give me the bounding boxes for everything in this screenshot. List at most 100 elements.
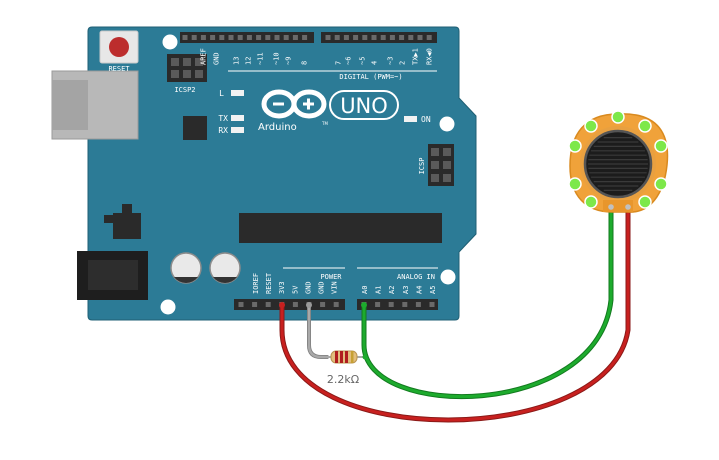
sensor-led [568, 177, 582, 191]
header-pin-hole [256, 35, 262, 40]
uno-badge [329, 90, 399, 120]
led-rx-label: RX [218, 126, 228, 135]
dc-power-jack-inner [88, 260, 138, 290]
digital-pin-label: GND [213, 52, 221, 65]
mounting-hole [160, 299, 176, 315]
regulator-pins [104, 215, 113, 223]
icsp2-label: ICSP2 [174, 86, 195, 94]
brand-label: Arduino [258, 122, 297, 133]
digital-pin-label: RX◀0 [426, 48, 434, 65]
resistor-2k2 [325, 350, 368, 364]
digital-pin-label: ~11 [257, 52, 265, 65]
sensor-pin [625, 204, 631, 210]
sensor-pin [608, 204, 614, 210]
header-pin-hole [265, 302, 271, 307]
icsp-label: ICSP [418, 158, 426, 175]
pin-label: A1 [375, 286, 383, 294]
digital-pin-label: ~9 [285, 57, 293, 65]
header-pin-hole [426, 35, 432, 40]
header-pin-hole [274, 35, 280, 40]
digital-pin-label: 12 [245, 57, 253, 65]
uno-label: UNO [340, 94, 388, 118]
header-pin-hole [320, 302, 326, 307]
header-pin-hole [388, 302, 394, 307]
header-pin-hole [252, 302, 258, 307]
capacitor [209, 252, 241, 284]
header-pin-hole [399, 35, 405, 40]
sensor-led [584, 195, 598, 209]
pin-label: RESET [265, 272, 273, 294]
sensor-led [638, 119, 652, 133]
header-pin-hole [182, 35, 188, 40]
digital-pin-label: ~6 [345, 57, 353, 65]
digital-pin-label: 8 [301, 61, 309, 65]
power-header [234, 299, 345, 310]
header-pin-hole [246, 35, 252, 40]
pin-label: VIN [331, 281, 339, 294]
led-l-label: L [219, 89, 224, 98]
header-pin-hole [191, 35, 197, 40]
header-pin-hole [200, 35, 206, 40]
header-pin-hole [228, 35, 234, 40]
board-pcb [87, 26, 477, 321]
header-pin-hole [292, 302, 298, 307]
sensor-led [568, 139, 582, 153]
icsp-header [428, 144, 454, 186]
header-pin-hole [333, 302, 339, 307]
led-rx [231, 127, 244, 133]
digital-pin-label: 2 [399, 61, 407, 65]
mounting-hole [162, 34, 178, 50]
pin-label: A5 [429, 286, 437, 294]
led-tx-label: TX [218, 114, 228, 123]
pin-label: IOREF [252, 273, 260, 294]
pin-label: 5V [291, 285, 299, 294]
digital-pin-label: 4 [371, 61, 379, 65]
pin-label: GND [318, 281, 326, 294]
voltage-regulator-tab [122, 204, 132, 213]
sensor-led [654, 139, 668, 153]
led-on-label: ON [421, 115, 431, 124]
pin-3v3-connection [279, 302, 285, 308]
header-pin-hole [283, 35, 289, 40]
header-pin-hole [325, 35, 331, 40]
mounting-hole [440, 269, 456, 285]
header-pin-hole [415, 302, 421, 307]
digital-pin-label: AREF [200, 48, 208, 65]
led-tx [231, 115, 244, 121]
pin-a0-connection [361, 302, 367, 308]
header-pin-hole [362, 35, 368, 40]
wire-red-core [280, 206, 630, 422]
arduino-logo [261, 89, 327, 119]
sensor-led [638, 195, 652, 209]
digital-pin-label: ~10 [273, 52, 281, 65]
brand-tm: TM [321, 121, 328, 126]
analog-header [357, 299, 438, 310]
mounting-hole [439, 116, 455, 132]
header-pin-hole [265, 35, 271, 40]
header-pin-hole [302, 35, 308, 40]
reset-label: RESET [108, 65, 130, 73]
header-pin-hole [237, 35, 243, 40]
power-header-label: POWER [320, 273, 342, 281]
led-on [404, 116, 417, 122]
digital-header-label: DIGITAL (PWM=~) [339, 73, 402, 81]
sensor-led [584, 119, 598, 133]
voltage-regulator [113, 213, 141, 239]
header-pin-hole [353, 35, 359, 40]
sensor-grooves [588, 137, 648, 191]
digital-pin-label: ~3 [387, 57, 395, 65]
pin-label: 3V3 [278, 281, 286, 294]
header-pin-hole [210, 35, 216, 40]
header-pin-hole [343, 35, 349, 40]
wire-green-core [362, 206, 613, 399]
header-pin-hole [389, 35, 395, 40]
wire-gray-core [307, 303, 329, 359]
resistor-value-label: 2.2kΩ [327, 373, 359, 386]
digital-header [180, 32, 437, 43]
header-pin-hole [429, 302, 435, 307]
